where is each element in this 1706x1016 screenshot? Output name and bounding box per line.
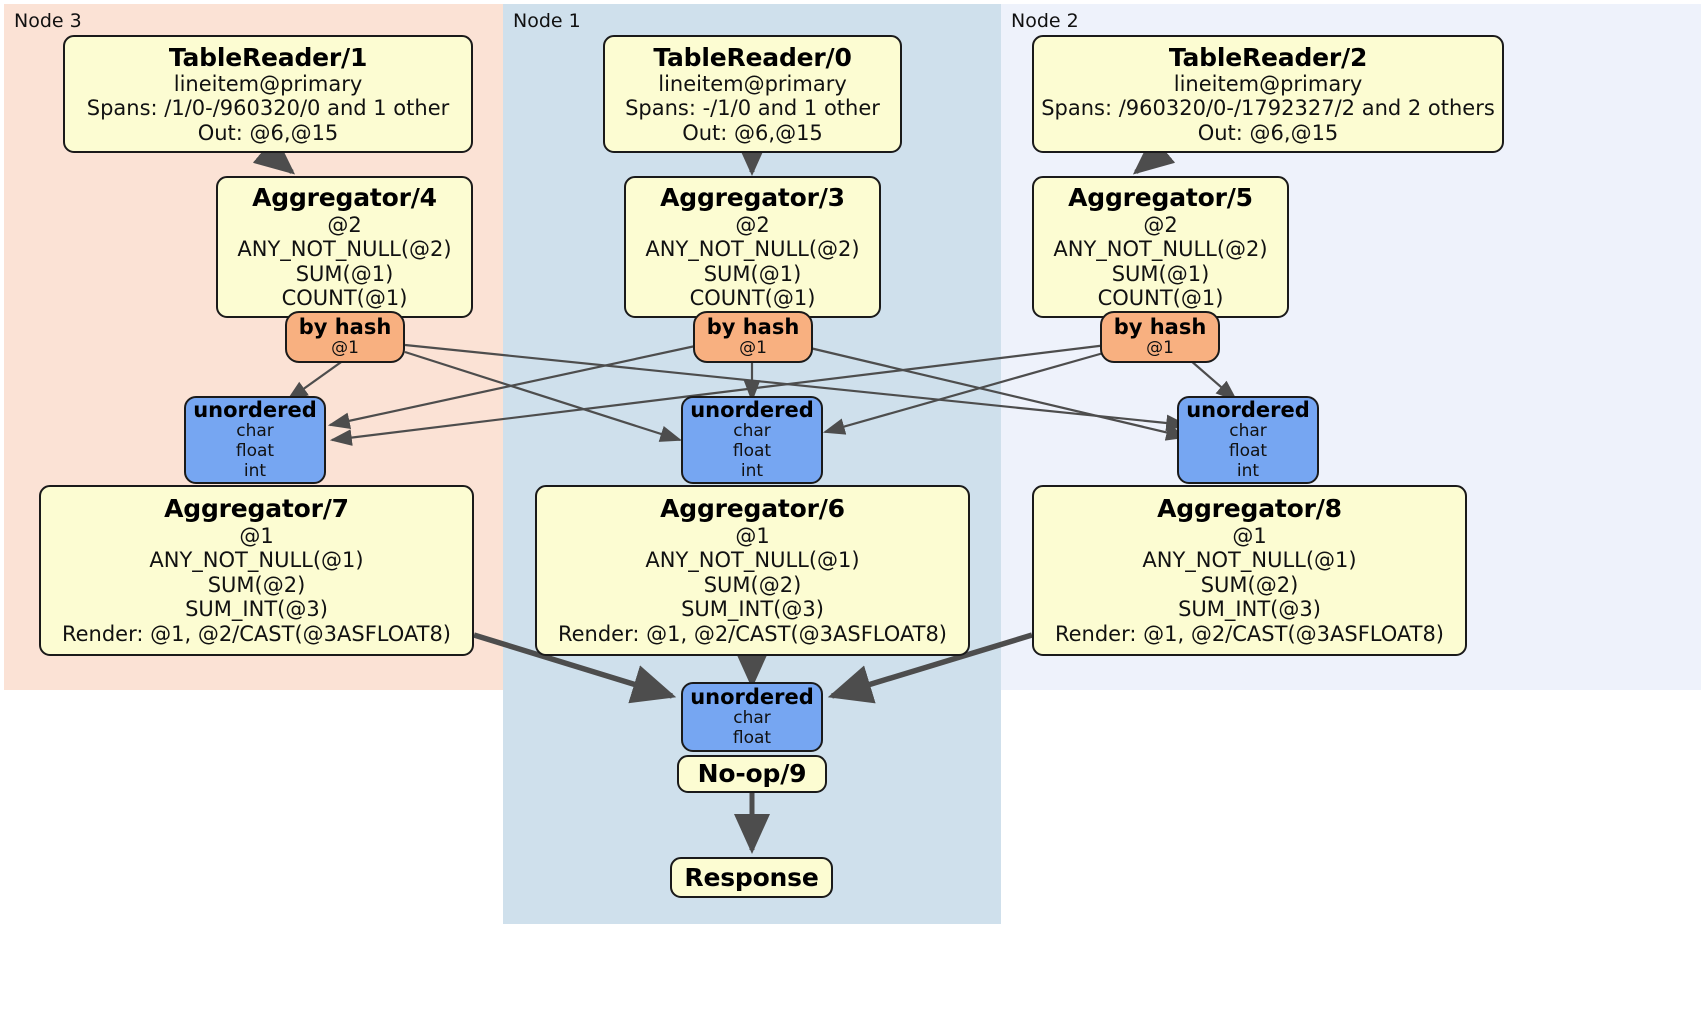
box-line: lineitem@primary: [173, 71, 363, 96]
box-title: Aggregator/3: [660, 183, 845, 213]
box-line: ANY_NOT_NULL(@1): [645, 548, 860, 573]
box-line: int: [740, 461, 764, 482]
router-by-hash-left[interactable]: by hash @1: [285, 311, 405, 363]
box-line: @1: [739, 338, 767, 359]
synchronizer-unordered-final[interactable]: unordered char float: [681, 682, 823, 752]
node-panel-label-node2: Node 2: [1011, 10, 1079, 32]
synchronizer-unordered-center[interactable]: unordered char float int: [681, 396, 823, 484]
box-line: SUM(@1): [295, 261, 394, 286]
box-title: Response: [684, 862, 819, 892]
box-line: SUM(@1): [1111, 261, 1210, 286]
processor-aggregator-8[interactable]: Aggregator/8 @1 ANY_NOT_NULL(@1) SUM(@2)…: [1032, 485, 1467, 656]
box-line: char: [733, 421, 771, 442]
processor-tablereader-0[interactable]: TableReader/0 lineitem@primary Spans: -/…: [603, 35, 902, 153]
box-line: @1: [1232, 523, 1267, 548]
box-line: int: [1236, 461, 1260, 482]
processor-tablereader-2[interactable]: TableReader/2 lineitem@primary Spans: /9…: [1032, 35, 1504, 153]
node-panel-label-node3: Node 3: [14, 10, 82, 32]
synchronizer-unordered-left[interactable]: unordered char float int: [184, 396, 326, 484]
box-line: ANY_NOT_NULL(@2): [1053, 237, 1268, 262]
box-title: unordered: [1186, 397, 1310, 422]
box-line: float: [1228, 441, 1268, 462]
box-line: Spans: /1/0-/960320/0 and 1 other: [86, 96, 450, 121]
router-by-hash-right[interactable]: by hash @1: [1100, 311, 1220, 363]
box-line: float: [235, 441, 275, 462]
processor-aggregator-3[interactable]: Aggregator/3 @2 ANY_NOT_NULL(@2) SUM(@1)…: [624, 176, 881, 318]
box-line: char: [1229, 421, 1267, 442]
box-line: ANY_NOT_NULL(@1): [149, 548, 364, 573]
box-title: TableReader/2: [1168, 42, 1368, 72]
box-title: No-op/9: [697, 759, 807, 789]
router-by-hash-center[interactable]: by hash @1: [693, 311, 813, 363]
box-title: by hash: [298, 314, 392, 339]
box-title: TableReader/1: [168, 42, 368, 72]
box-title: by hash: [706, 314, 800, 339]
box-title: Aggregator/5: [1068, 183, 1253, 213]
box-line: char: [733, 708, 771, 729]
box-title: Aggregator/7: [164, 494, 349, 524]
box-line: COUNT(@1): [1097, 286, 1224, 311]
processor-response[interactable]: Response: [670, 857, 833, 898]
box-line: SUM(@2): [207, 572, 306, 597]
processor-noop-9[interactable]: No-op/9: [677, 755, 827, 793]
box-line: SUM(@2): [703, 572, 802, 597]
box-line: SUM_INT(@3): [185, 597, 328, 622]
box-line: SUM(@2): [1200, 572, 1299, 597]
box-line: SUM_INT(@3): [681, 597, 824, 622]
box-line: Spans: -/1/0 and 1 other: [625, 96, 880, 121]
box-line: lineitem@primary: [1173, 71, 1363, 96]
node-panel-label-node1: Node 1: [513, 10, 581, 32]
box-line: Out: @6,@15: [682, 120, 823, 145]
box-line: char: [236, 421, 274, 442]
box-title: Aggregator/6: [660, 494, 845, 524]
processor-tablereader-1[interactable]: TableReader/1 lineitem@primary Spans: /1…: [63, 35, 473, 153]
box-title: unordered: [690, 684, 814, 709]
synchronizer-unordered-right[interactable]: unordered char float int: [1177, 396, 1319, 484]
box-line: ANY_NOT_NULL(@1): [1142, 548, 1357, 573]
box-line: Out: @6,@15: [197, 120, 339, 145]
box-line: @2: [1143, 212, 1178, 237]
processor-aggregator-4[interactable]: Aggregator/4 @2 ANY_NOT_NULL(@2) SUM(@1)…: [216, 176, 473, 318]
box-line: float: [732, 728, 772, 749]
box-line: ANY_NOT_NULL(@2): [237, 237, 452, 262]
box-line: Render: @1, @2/CAST(@3ASFLOAT8): [61, 621, 452, 646]
box-line: @1: [331, 338, 359, 359]
processor-aggregator-6[interactable]: Aggregator/6 @1 ANY_NOT_NULL(@1) SUM(@2)…: [535, 485, 970, 656]
box-line: lineitem@primary: [658, 71, 847, 96]
box-line: @1: [239, 523, 274, 548]
box-line: SUM_INT(@3): [1178, 597, 1321, 622]
box-line: @2: [327, 212, 362, 237]
box-title: by hash: [1113, 314, 1207, 339]
box-line: ANY_NOT_NULL(@2): [645, 237, 860, 262]
box-line: Out: @6,@15: [1197, 120, 1339, 145]
box-title: unordered: [690, 397, 814, 422]
box-line: Spans: /960320/0-/1792327/2 and 2 others: [1041, 96, 1495, 121]
box-line: float: [732, 441, 772, 462]
box-line: Render: @1, @2/CAST(@3ASFLOAT8): [557, 621, 948, 646]
box-line: int: [243, 461, 267, 482]
box-line: COUNT(@1): [689, 286, 816, 311]
box-title: TableReader/0: [653, 42, 852, 72]
box-line: @1: [1146, 338, 1174, 359]
box-line: @1: [735, 523, 770, 548]
box-line: COUNT(@1): [281, 286, 408, 311]
processor-aggregator-5[interactable]: Aggregator/5 @2 ANY_NOT_NULL(@2) SUM(@1)…: [1032, 176, 1289, 318]
processor-aggregator-7[interactable]: Aggregator/7 @1 ANY_NOT_NULL(@1) SUM(@2)…: [39, 485, 474, 656]
box-title: Aggregator/4: [252, 183, 437, 213]
box-title: Aggregator/8: [1157, 494, 1342, 524]
box-line: SUM(@1): [703, 261, 802, 286]
box-line: @2: [735, 212, 770, 237]
box-title: unordered: [193, 397, 317, 422]
box-line: Render: @1, @2/CAST(@3ASFLOAT8): [1054, 621, 1445, 646]
